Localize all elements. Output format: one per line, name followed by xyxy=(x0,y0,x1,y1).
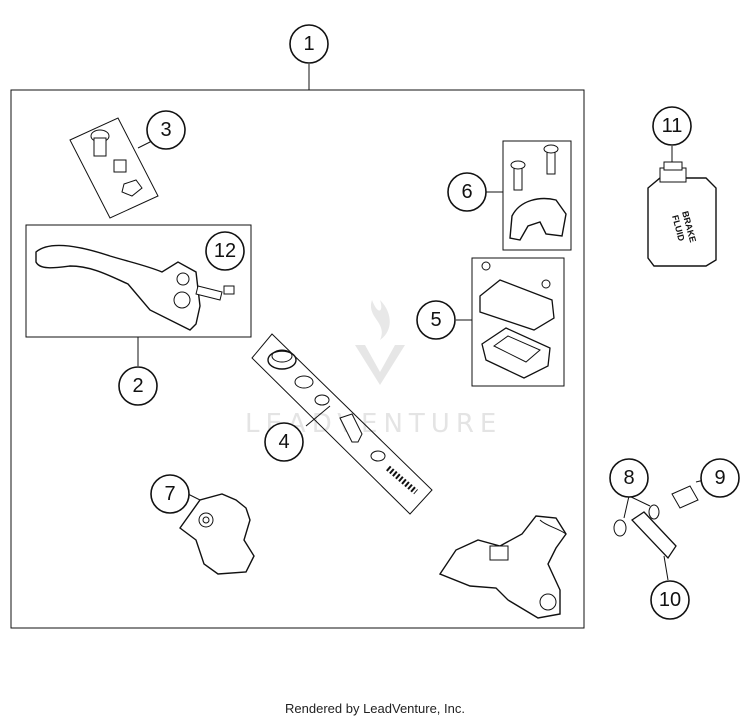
callout-5: 5 xyxy=(416,300,456,340)
callout-8: 8 xyxy=(609,458,649,498)
banjo-fitting-parts xyxy=(613,479,705,581)
brake-fluid-bottle: BRAKE FLUID xyxy=(647,146,717,267)
svg-text:6: 6 xyxy=(461,181,472,203)
housing-part xyxy=(438,515,567,619)
svg-text:9: 9 xyxy=(714,467,725,489)
reservoir-cover-part xyxy=(456,257,565,387)
callout-12: 12 xyxy=(205,231,245,271)
svg-text:10: 10 xyxy=(659,589,681,611)
svg-text:3: 3 xyxy=(160,119,171,141)
master-cylinder-part xyxy=(179,493,255,575)
callout-1: 1 xyxy=(289,24,329,64)
callout-3: 3 xyxy=(146,110,186,150)
piston-kit-part xyxy=(251,333,433,515)
callout-4: 4 xyxy=(264,422,304,462)
svg-text:11: 11 xyxy=(662,115,683,137)
lever-part xyxy=(25,224,252,366)
callout-2: 2 xyxy=(118,366,158,406)
footer-credit: Rendered by LeadVenture, Inc. xyxy=(285,701,465,716)
svg-text:1: 1 xyxy=(303,33,314,55)
svg-text:4: 4 xyxy=(278,431,289,453)
svg-text:12: 12 xyxy=(214,240,236,262)
clamp-part xyxy=(486,140,572,251)
svg-text:7: 7 xyxy=(164,483,175,505)
callout-11: 11 xyxy=(652,106,692,146)
assembly-frame xyxy=(10,89,585,629)
callout-7: 7 xyxy=(150,474,190,514)
callout-9: 9 xyxy=(700,458,740,498)
bolt-set-part xyxy=(69,117,159,219)
svg-text:2: 2 xyxy=(132,375,143,397)
callout-10: 10 xyxy=(650,580,690,620)
callout-6: 6 xyxy=(447,172,487,212)
svg-text:8: 8 xyxy=(623,467,634,489)
svg-text:5: 5 xyxy=(430,309,441,331)
